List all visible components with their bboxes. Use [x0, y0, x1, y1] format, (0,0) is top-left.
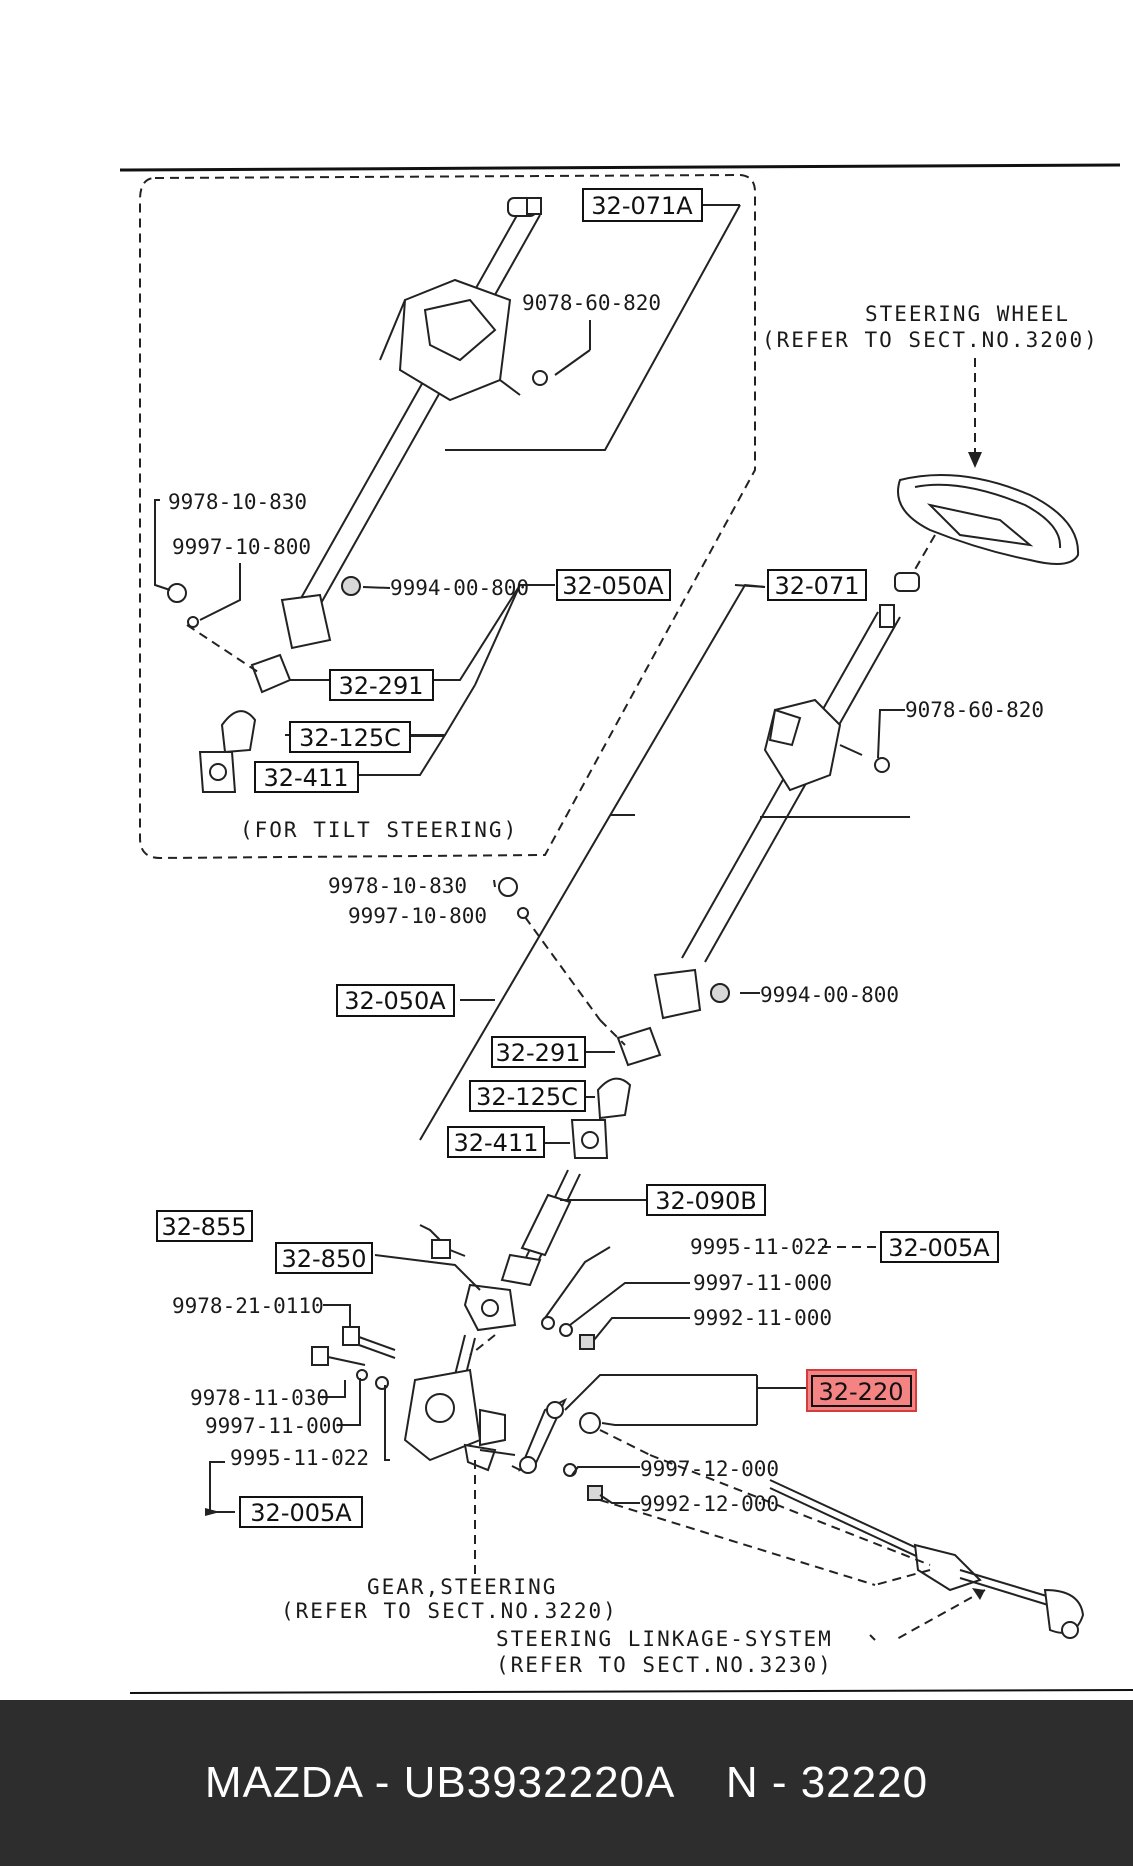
nut-icon — [579, 1334, 595, 1350]
part-label-32-291[interactable]: 32-291 — [329, 669, 434, 701]
part-number-9078-60-820: 9078-60-820 — [905, 698, 1044, 722]
steering-wheel-ref: (REFER TO SECT.NO.3200) — [762, 328, 1099, 352]
svg-text:32-291: 32-291 — [338, 672, 423, 700]
part-label-32-125C[interactable]: 32-125C — [289, 721, 411, 753]
screw-icon — [874, 757, 890, 773]
footer-text: MAZDA - UB3932220A N - 32220 — [204, 1758, 929, 1807]
steering-gear-icon — [403, 1334, 516, 1472]
part-label-32-050A[interactable]: 32-050A — [336, 984, 455, 1017]
washer-icon — [187, 616, 199, 628]
part-label-32-125C[interactable]: 32-125C — [469, 1080, 586, 1112]
svg-text:32-005A: 32-005A — [888, 1234, 990, 1262]
svg-text:32-411: 32-411 — [453, 1129, 538, 1157]
part-label-32-005A[interactable]: 32-005A — [880, 1231, 999, 1263]
bolt-icon — [342, 1326, 396, 1359]
part-label-32-411[interactable]: 32-411 — [254, 761, 359, 793]
nut-icon — [341, 576, 361, 596]
part-label-32-220-highlighted[interactable]: 32-220 — [806, 1369, 917, 1412]
svg-text:32-071A: 32-071A — [591, 192, 693, 220]
tilt-steering-note: (FOR TILT STEERING) — [240, 818, 518, 842]
pitman-arm-icon — [518, 1397, 601, 1474]
part-number-9992-12-000: 9992-12-000 — [640, 1492, 779, 1516]
part-label-32-071A[interactable]: 32-071A — [582, 188, 703, 222]
part-number-9992-11-000: 9992-11-000 — [693, 1306, 832, 1330]
part-label-32-411[interactable]: 32-411 — [447, 1126, 545, 1158]
svg-text:32-855: 32-855 — [161, 1213, 246, 1241]
washer-icon — [375, 1376, 389, 1390]
gear-steering-ref: (REFER TO SECT.NO.3220) — [281, 1599, 618, 1623]
part-label-32-005A[interactable]: 32-005A — [239, 1496, 363, 1528]
steering-column — [653, 604, 901, 1020]
washer-icon — [356, 1369, 368, 1381]
part-number-9997-10-800: 9997-10-800 — [172, 535, 311, 559]
nut-icon — [587, 1485, 603, 1501]
part-label-32-090B[interactable]: 32-090B — [646, 1184, 766, 1216]
part-label-32-855[interactable]: 32-855 — [156, 1210, 253, 1242]
part-number-9997-11-000: 9997-11-000 — [693, 1271, 832, 1295]
part-number-9978-11-030: 9978-11-030 — [190, 1386, 329, 1410]
svg-text:32-291: 32-291 — [495, 1039, 580, 1067]
washer-icon — [559, 1323, 573, 1337]
nut-icon — [710, 983, 730, 1003]
parts-diagram: 32-071A 9078-60-820 STEERING WHEEL (REFE… — [119, 163, 1133, 1694]
steering-wheel-icon — [897, 474, 1080, 565]
bolt-icon — [167, 583, 187, 603]
svg-text:32-050A: 32-050A — [562, 572, 664, 600]
svg-text:32-850: 32-850 — [281, 1245, 366, 1273]
part-number-9995-11-022: 9995-11-022 — [690, 1235, 829, 1259]
svg-text:32-125C: 32-125C — [299, 724, 401, 752]
svg-text:32-411: 32-411 — [263, 764, 348, 792]
part-number-9978-10-830: 9978-10-830 — [328, 874, 467, 898]
part-number-9997-11-000: 9997-11-000 — [205, 1414, 344, 1438]
part-number-footer: MAZDA - UB3932220A N - 32220 — [0, 1700, 1133, 1866]
gear-steering-note: GEAR,STEERING — [367, 1575, 557, 1599]
washer-icon — [517, 907, 529, 919]
steering-linkage-note: STEERING LINKAGE-SYSTEM — [496, 1627, 833, 1651]
bearing-icon — [894, 572, 920, 592]
svg-text:32-071: 32-071 — [774, 572, 859, 600]
part-label-32-291[interactable]: 32-291 — [491, 1036, 586, 1068]
part-label-32-850[interactable]: 32-850 — [275, 1242, 373, 1274]
part-number-9997-12-000: 9997-12-000 — [640, 1457, 779, 1481]
bearing-icon — [526, 197, 542, 215]
bottom-rule — [129, 1689, 1133, 1694]
part-number-9997-10-800: 9997-10-800 — [348, 904, 487, 928]
svg-text:32-125C: 32-125C — [476, 1083, 578, 1111]
svg-text:32-220: 32-220 — [818, 1378, 903, 1406]
top-rule — [119, 163, 1121, 172]
bolt-icon — [311, 1346, 366, 1366]
steering-linkage-icon — [769, 1479, 1085, 1639]
bolt-icon — [431, 1239, 466, 1259]
boot-icon — [596, 1077, 632, 1120]
part-number-9978-10-830: 9978-10-830 — [168, 490, 307, 514]
svg-text:32-090B: 32-090B — [655, 1187, 756, 1215]
joint-icon — [250, 653, 292, 694]
svg-text:32-050A: 32-050A — [344, 987, 446, 1015]
part-number-9994-00-800: 9994-00-800 — [390, 576, 529, 600]
part-label-32-071[interactable]: 32-071 — [767, 569, 867, 601]
part-number-9978-21-0110: 9978-21-0110 — [172, 1294, 324, 1318]
steering-linkage-ref: (REFER TO SECT.NO.3230) — [496, 1653, 833, 1677]
joint-icon — [616, 1026, 662, 1067]
washer-icon — [541, 1316, 555, 1330]
tilt-steering-column — [280, 197, 548, 650]
part-label-32-050A[interactable]: 32-050A — [556, 569, 671, 601]
svg-text:32-005A: 32-005A — [250, 1499, 352, 1527]
washer-icon — [563, 1463, 577, 1477]
part-number-9994-00-800: 9994-00-800 — [760, 983, 899, 1007]
intermediate-shaft-icon — [500, 1169, 581, 1287]
steering-wheel-note: STEERING WHEEL — [865, 302, 1070, 326]
bolt-icon — [498, 877, 518, 897]
part-number-9078-60-820: 9078-60-820 — [522, 291, 661, 315]
part-number-9995-11-022: 9995-11-022 — [230, 1446, 369, 1470]
boot-icon — [220, 710, 257, 754]
